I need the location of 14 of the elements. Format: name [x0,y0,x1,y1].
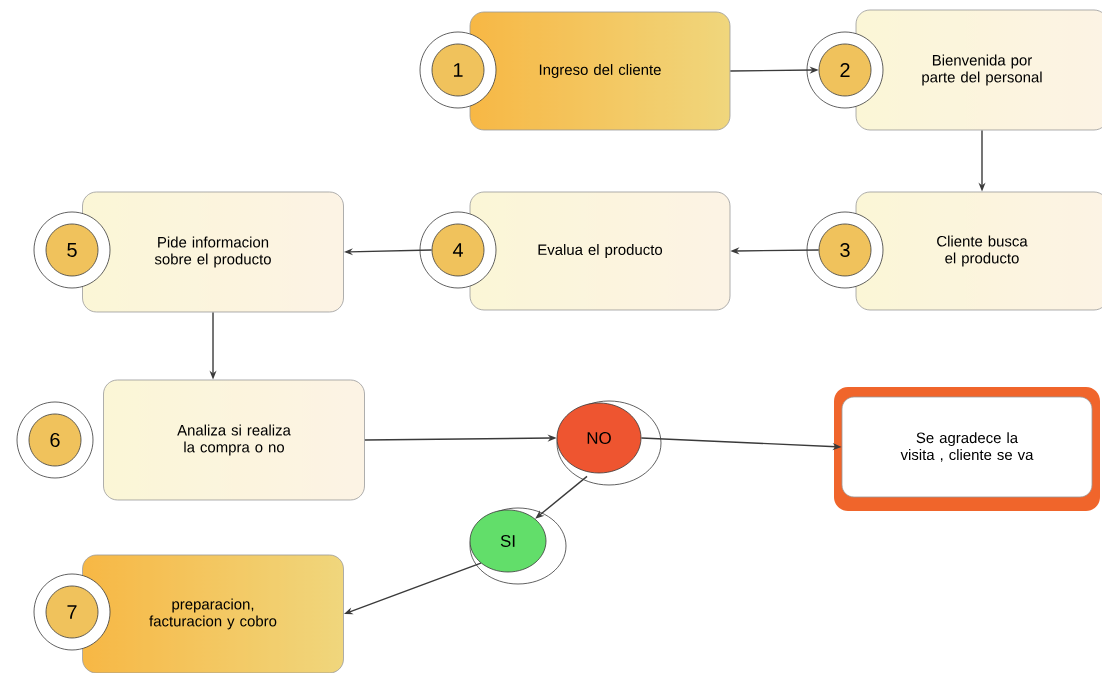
process-box: preparacion, facturacion y cobro [82,554,344,673]
number-badge: 6 [16,401,94,479]
process-box: Evalua el producto [469,191,731,311]
arrow [535,475,588,519]
number-badge: 3 [806,211,884,289]
process-box: Ingreso del cliente [469,11,731,131]
number-badge: 1 [419,31,497,109]
number-badge: 2 [806,31,884,109]
number-badge: 5 [33,211,111,289]
process-box: Analiza si realiza la compra o no [103,379,365,501]
number-badge: 4 [419,211,497,289]
end-box: Se agradece la visita , cliente se va [834,387,1100,511]
number-badge: 7 [33,573,111,651]
process-box: Pide informacion sobre el producto [82,191,344,313]
